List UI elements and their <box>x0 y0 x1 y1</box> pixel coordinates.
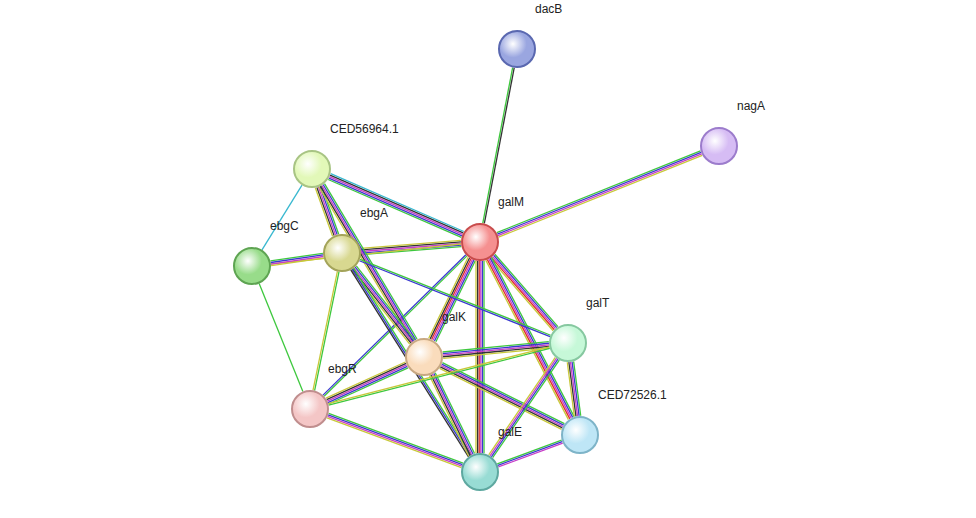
evidence-line <box>355 267 413 341</box>
protein-label: ebgC <box>270 219 299 233</box>
evidence-line <box>433 259 472 340</box>
evidence-line <box>489 357 556 455</box>
interaction-edge <box>326 362 408 404</box>
evidence-line <box>569 362 576 416</box>
evidence-line <box>498 443 562 467</box>
evidence-line <box>497 151 701 233</box>
evidence-line <box>490 358 557 456</box>
evidence-line <box>493 360 560 458</box>
interaction-edge <box>497 440 562 467</box>
protein-node: ebgR <box>291 390 329 428</box>
protein-label: CED72526.1 <box>598 388 667 402</box>
protein-circle <box>291 390 329 428</box>
evidence-line <box>262 185 302 250</box>
evidence-line <box>498 154 702 236</box>
evidence-line <box>352 269 470 456</box>
protein-circle <box>700 127 738 165</box>
protein-node: galM <box>461 223 499 261</box>
evidence-line <box>497 440 561 464</box>
protein-circle <box>461 223 499 261</box>
evidence-line <box>354 268 412 342</box>
evidence-line <box>328 416 462 466</box>
evidence-line <box>327 418 461 468</box>
protein-label: galT <box>586 296 609 310</box>
protein-label: galE <box>498 425 522 439</box>
protein-circle <box>461 453 499 491</box>
protein-node: CED72526.1 <box>561 416 599 454</box>
interaction-edge <box>327 413 463 467</box>
evidence-line <box>442 364 564 425</box>
evidence-line <box>259 284 303 392</box>
protein-label: nagA <box>737 99 765 113</box>
evidence-line <box>431 375 470 456</box>
protein-node: galT <box>549 324 587 362</box>
protein-label: galK <box>442 310 466 324</box>
evidence-line <box>434 260 473 341</box>
evidence-line <box>432 374 471 455</box>
protein-label: ebgR <box>328 362 357 376</box>
evidence-line <box>477 261 478 453</box>
protein-node: ebgC <box>233 247 271 285</box>
evidence-line <box>429 375 468 456</box>
protein-label: ebgA <box>360 206 388 220</box>
evidence-line <box>271 257 323 265</box>
evidence-line <box>483 261 484 453</box>
protein-circle <box>561 416 599 454</box>
evidence-line <box>326 362 405 398</box>
evidence-line <box>323 185 416 340</box>
evidence-line <box>475 261 476 453</box>
protein-label: dacB <box>535 2 562 16</box>
interaction-edge <box>567 361 580 416</box>
interaction-edge <box>497 151 703 237</box>
protein-node: galK <box>405 338 443 376</box>
evidence-line <box>479 261 480 453</box>
evidence-line <box>330 175 463 233</box>
protein-node: ebgA <box>323 234 361 272</box>
evidence-line <box>361 240 461 248</box>
evidence-line <box>436 261 475 342</box>
interaction-edge <box>259 284 303 392</box>
evidence-line <box>491 359 558 457</box>
protein-label: galM <box>498 195 524 209</box>
evidence-line <box>329 413 463 463</box>
evidence-line <box>328 415 462 465</box>
evidence-line <box>570 362 577 416</box>
protein-node: dacB <box>498 30 536 68</box>
protein-node: CED56964.1 <box>293 150 331 188</box>
interaction-edge <box>489 357 560 457</box>
evidence-line <box>482 261 483 453</box>
interaction-edge <box>270 253 323 265</box>
protein-node: nagA <box>700 127 738 165</box>
protein-circle <box>405 338 443 376</box>
protein-circle <box>549 324 587 362</box>
protein-node: galE <box>461 453 499 491</box>
interaction-edge <box>262 185 302 250</box>
evidence-line <box>435 373 474 454</box>
evidence-line <box>353 268 471 455</box>
interaction-edge <box>476 261 484 453</box>
evidence-line <box>331 174 464 232</box>
evidence-line <box>271 258 323 266</box>
protein-circle <box>233 247 271 285</box>
protein-circle <box>293 150 331 188</box>
protein-label: CED56964.1 <box>330 122 399 136</box>
evidence-line <box>498 442 562 466</box>
protein-circle <box>498 30 536 68</box>
protein-circle <box>323 234 361 272</box>
evidence-line <box>429 257 468 338</box>
evidence-line <box>480 261 481 453</box>
evidence-line <box>499 155 703 237</box>
interaction-edge <box>429 373 474 457</box>
evidence-line <box>497 152 701 234</box>
interaction-edge <box>443 342 550 359</box>
interaction-edge <box>440 363 565 430</box>
evidence-line <box>567 362 574 416</box>
evidence-line <box>434 373 473 454</box>
